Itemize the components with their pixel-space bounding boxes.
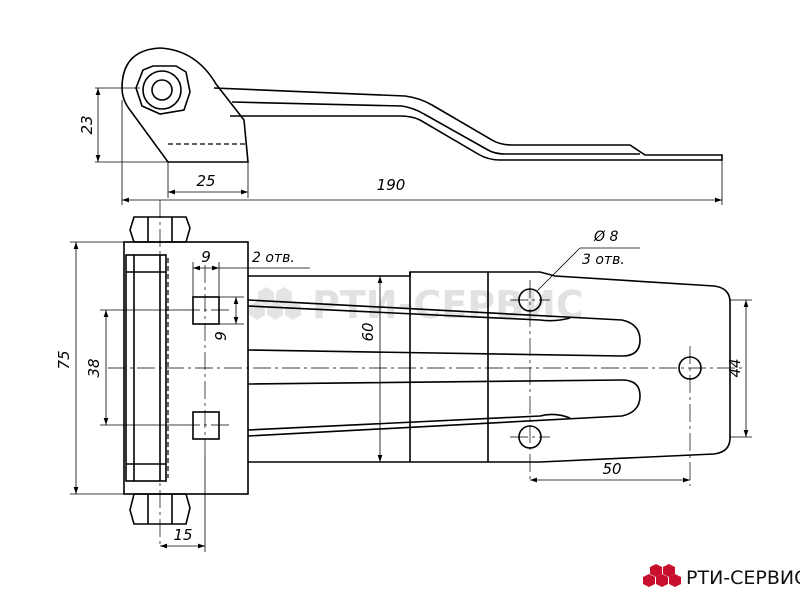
nut-top-icon (129, 216, 191, 243)
nut-side-icon (135, 65, 191, 115)
note-3-holes: 3 отв. (582, 252, 625, 268)
dimension-23: 23 (78, 115, 96, 134)
brand-name: РТИ-СЕРВИС (686, 567, 800, 589)
dimension-44: 44 (726, 358, 744, 377)
dimension-75: 75 (55, 350, 73, 369)
nut-bottom-icon (129, 493, 191, 525)
dimension-190: 190 (377, 176, 406, 194)
note-2-holes: 2 отв. (252, 250, 295, 266)
dimension-9-top: 9 (201, 248, 211, 266)
side-view: 23 25 190 (78, 47, 723, 205)
brand-logo: РТИ-СЕРВИС (643, 564, 800, 589)
dimension-9-side: 9 (212, 331, 230, 341)
dimension-60: 60 (359, 322, 377, 341)
square-hole-top (192, 296, 220, 325)
note-diameter-8: Ø 8 (593, 229, 618, 245)
honeycomb-logo-icon (643, 564, 681, 587)
plan-view: 75 38 9 2 отв. 9 60 15 Ø 8 3 отв. (55, 200, 752, 552)
dimension-15: 15 (173, 526, 192, 544)
dimension-50: 50 (602, 460, 621, 478)
dimension-38: 38 (85, 358, 103, 377)
square-hole-bottom (192, 411, 220, 440)
dimension-25: 25 (196, 172, 215, 190)
